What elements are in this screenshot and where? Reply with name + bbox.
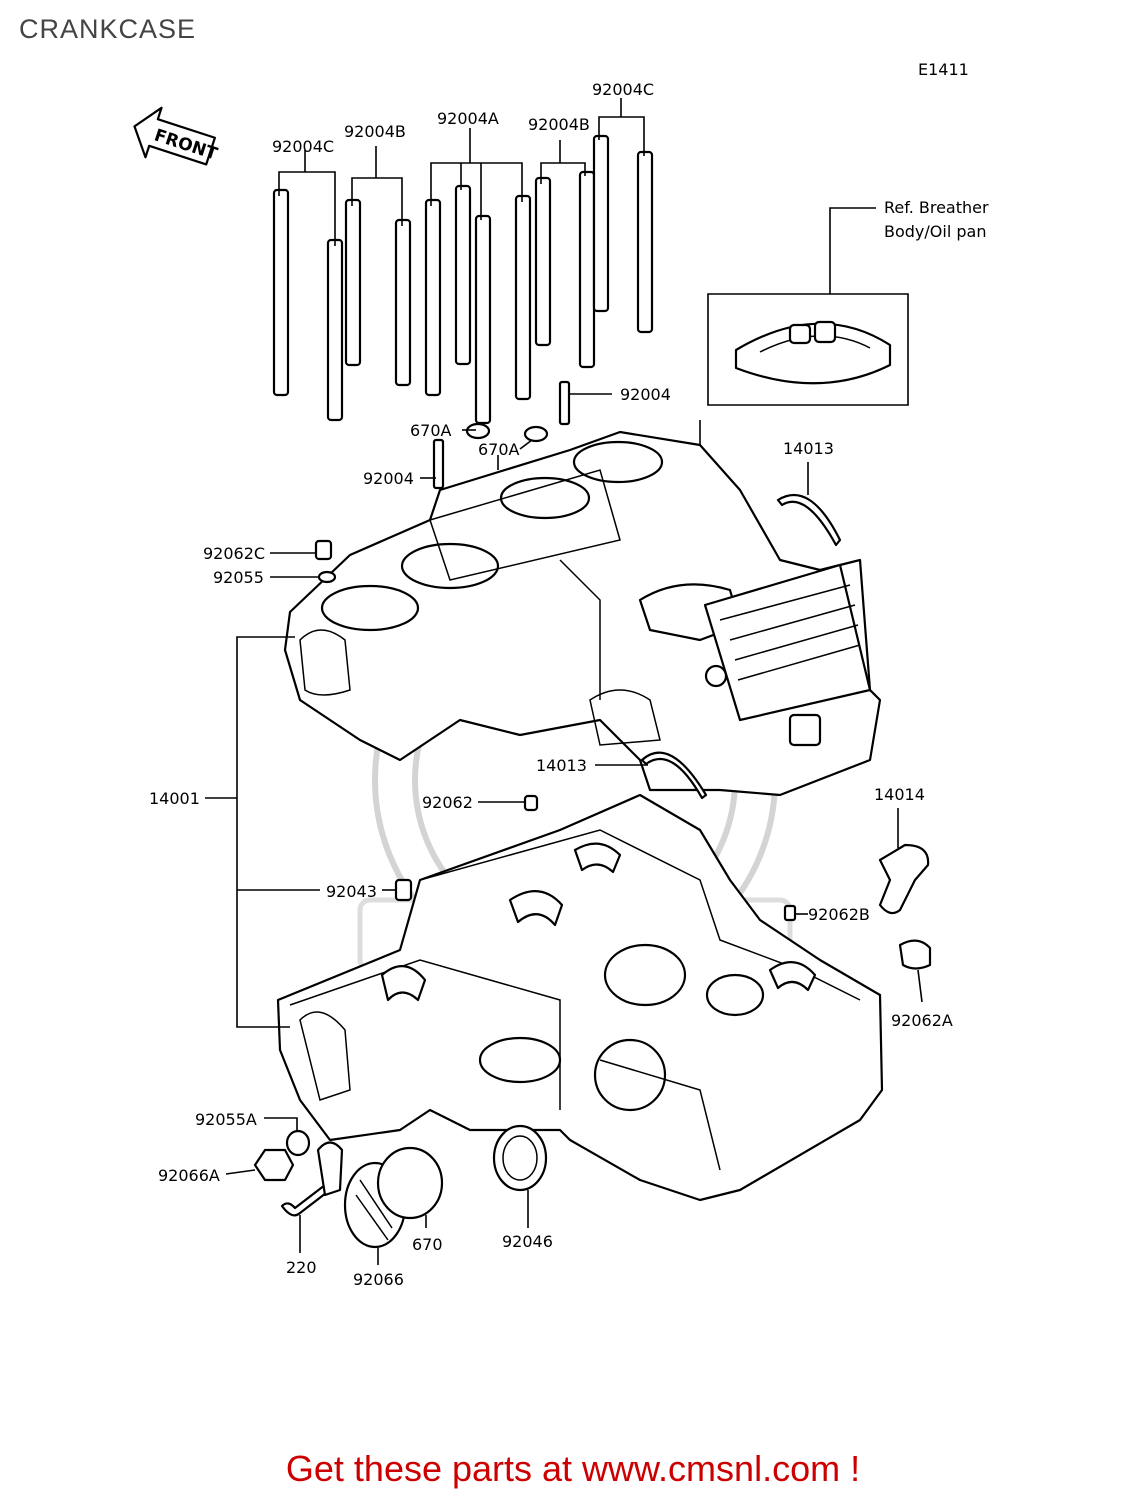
callout-670a-right: 670A [478, 440, 520, 459]
reference-note-line2: Body/Oil pan [884, 222, 986, 241]
bearing-shell-14013-top [776, 494, 842, 547]
callout-92055: 92055 [213, 568, 264, 587]
upper-crankcase [283, 430, 882, 797]
washer-670a-left [465, 422, 491, 440]
screw-220 [280, 1183, 332, 1217]
callout-92004-top: 92004 [620, 385, 671, 404]
bearing-shell-14013-lower [640, 751, 708, 800]
callout-670a-left: 670A [410, 421, 452, 440]
callout-14001: 14001 [149, 789, 200, 808]
callout-220: 220 [286, 1258, 317, 1277]
footer-parts-link[interactable]: Get these parts at www.cmsnl.com ! [285, 1448, 861, 1489]
front-arrow-icon: FRONT [133, 106, 220, 166]
plug-92066a [253, 1148, 295, 1182]
callout-92066: 92066 [353, 1270, 404, 1289]
dowel-92062 [523, 794, 539, 812]
callout-92055a: 92055A [195, 1110, 257, 1129]
stud-brackets [278, 98, 645, 246]
callout-92004c-right: 92004C [592, 80, 654, 99]
callout-92062a: 92062A [891, 1011, 953, 1030]
callout-92066a: 92066A [158, 1166, 220, 1185]
plug-92062a [898, 939, 932, 970]
callout-14013-top: 14013 [783, 439, 834, 458]
callout-92043: 92043 [326, 882, 377, 901]
oring-92055 [317, 570, 337, 584]
dowel-92043 [394, 878, 413, 902]
callout-92004-mid: 92004 [363, 469, 414, 488]
callout-92004b-right: 92004B [528, 115, 590, 134]
bracket-14001 [205, 636, 320, 1028]
callout-92046: 92046 [502, 1232, 553, 1251]
callout-92004a: 92004A [437, 109, 499, 128]
reference-note-line1: Ref. Breather [884, 198, 989, 217]
bracket-14014 [878, 843, 930, 915]
page-title: CRANKCASE [19, 14, 197, 44]
callout-labels: 92004C 92004B 92004A 92004B 92004C 92004… [149, 80, 953, 1289]
gasket-92055a [285, 1129, 311, 1157]
callout-670: 670 [412, 1235, 443, 1254]
washer-670a-right [523, 425, 549, 443]
callout-92004b-left: 92004B [344, 122, 406, 141]
oil-seal-670 [376, 1146, 444, 1220]
lower-crankcase [276, 793, 884, 1202]
breather-reference: Ref. Breather Body/Oil pan [699, 198, 989, 630]
clamp-part [316, 1141, 344, 1197]
bearing-92046 [492, 1124, 548, 1192]
dowel-92062c [314, 539, 333, 561]
dowel-92062b [783, 904, 797, 922]
callout-92062: 92062 [422, 793, 473, 812]
callout-92062c: 92062C [203, 544, 265, 563]
cylinder-studs [272, 134, 654, 490]
diagram-code: E1411 [918, 60, 969, 79]
callout-14013-lower: 14013 [536, 756, 587, 775]
callout-14014: 14014 [874, 785, 925, 804]
leader-lines [225, 393, 923, 1265]
callout-92062b: 92062B [808, 905, 870, 924]
callout-92004c-left: 92004C [272, 137, 334, 156]
